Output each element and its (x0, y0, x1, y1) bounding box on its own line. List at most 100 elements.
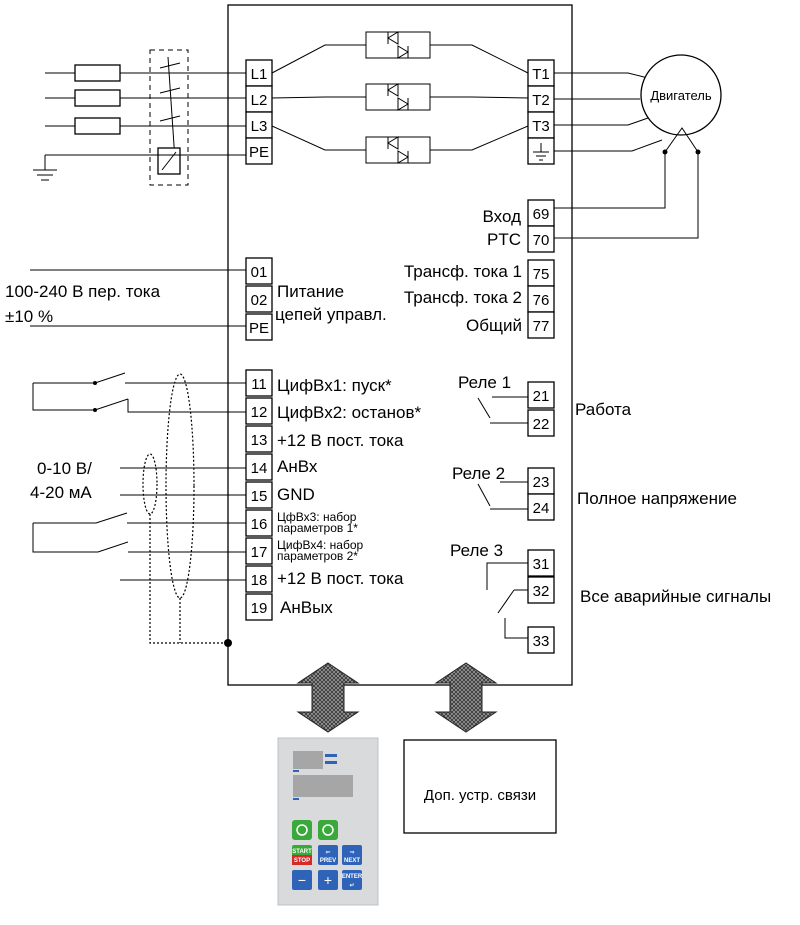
terminal-label: 16 (251, 516, 268, 533)
terminal-label: PE (249, 320, 269, 337)
keypad-green-button-2[interactable] (318, 820, 338, 840)
terminal-label: T1 (532, 66, 550, 83)
terminal-label: 75 (533, 266, 550, 283)
terminal-12 (245, 397, 273, 425)
svg-text:+: + (324, 872, 332, 888)
keypad: START STOP ⇐ PREV ⇒ NEXT − + ENTER ↵ (277, 737, 379, 906)
prev-button[interactable] (318, 845, 338, 865)
terminal-label: 21 (533, 388, 550, 405)
relay-3-function: Все аварийные сигналы (580, 587, 771, 606)
plus-button[interactable] (318, 870, 338, 890)
analog-input-range-line1: 0-10 В/ (37, 459, 92, 478)
terminal-label: 22 (533, 416, 550, 433)
terminal-label: 33 (533, 633, 550, 650)
supply-tolerance-label: ±10 % (5, 307, 53, 326)
control-power-supply: 100-240 В пер. тока ±10 % 01 02 PE Питан… (5, 257, 387, 341)
thyristor-bridge (271, 31, 529, 164)
svg-text:ENTER: ENTER (342, 874, 363, 880)
terminal-pe (245, 137, 273, 165)
terminal-description: ЦифВх1: пуск* (277, 376, 392, 395)
terminal-77 (527, 311, 555, 339)
terminal-pe-control (245, 313, 273, 341)
svg-text:−: − (298, 872, 306, 888)
svg-text:↵: ↵ (349, 883, 354, 889)
minus-button[interactable] (292, 870, 312, 890)
control-wiring: 0-10 В/ 4-20 мА (30, 372, 246, 647)
terminal-label: 11 (251, 376, 267, 393)
power-output-terminals: T1 T2 T3 (527, 59, 555, 165)
keypad-green-button-1[interactable] (292, 820, 312, 840)
contactor-frame (149, 49, 189, 186)
terminal-label: 76 (533, 292, 550, 309)
thyristor-pair-3 (365, 136, 431, 164)
terminal-label: 69 (533, 206, 550, 223)
terminal-description: АнВых (280, 598, 333, 617)
comm-module-box (403, 739, 557, 834)
mains-input (33, 49, 246, 186)
next-button[interactable] (342, 845, 362, 865)
enter-button[interactable] (342, 870, 362, 890)
ground-icon (533, 143, 549, 161)
ptc-label-line2: PTC (487, 230, 521, 249)
terminal-02 (245, 285, 273, 313)
ct-label: Общий (466, 316, 522, 335)
svg-text:NEXT: NEXT (344, 858, 360, 864)
terminal-label: 13 (251, 432, 268, 449)
terminal-label: 70 (533, 232, 550, 249)
terminal-description: +12 В пост. тока (277, 431, 404, 450)
terminal-l3 (245, 111, 273, 139)
terminal-70 (527, 225, 555, 253)
terminal-label: 17 (251, 544, 268, 561)
terminal-description: АнВх (277, 457, 318, 476)
fuse-l2 (74, 89, 121, 107)
terminal-label: T3 (532, 118, 550, 135)
bus-connector-keypad (296, 662, 360, 733)
terminal-01 (245, 257, 273, 285)
shield-cable-1 (165, 373, 195, 599)
terminal-label: 77 (533, 318, 550, 335)
terminal-16 (245, 509, 273, 537)
relay-2-label: Реле 2 (452, 464, 505, 483)
terminal-label: 15 (251, 488, 268, 505)
terminal-13 (245, 425, 273, 453)
terminal-15 (245, 481, 273, 509)
terminal-label: 14 (251, 460, 268, 477)
relay-3-label: Реле 3 (450, 541, 503, 560)
terminal-description: +12 В пост. тока (277, 569, 404, 588)
terminal-description: параметров 2* (277, 549, 358, 563)
keypad-led-display (293, 751, 323, 769)
terminal-description: ЦифВх4: набор (277, 538, 364, 552)
terminal-label: L1 (251, 66, 268, 83)
terminal-14 (245, 453, 273, 481)
terminal-21 (527, 381, 555, 409)
terminal-description: ЦифВх2: останов* (277, 403, 421, 422)
terminal-label: 31 (533, 556, 550, 573)
current-transformer-inputs: 75 76 77 Трансф. тока 1 Трансф. тока 2 О… (404, 259, 555, 339)
terminal-label: L2 (251, 92, 268, 109)
terminal-description: ЦфВх3: набор (277, 510, 357, 524)
svg-text:PREV: PREV (320, 858, 336, 864)
power-input-terminals: L1 L2 L3 PE (245, 59, 273, 165)
terminal-label: 01 (251, 264, 268, 281)
relay-2-function: Полное напряжение (577, 489, 737, 508)
motor-label: Двигатель (650, 88, 712, 103)
relay-1-function: Работа (575, 400, 632, 419)
terminal-description: параметров 1* (277, 521, 358, 535)
supply-voltage-label: 100-240 В пер. тока (5, 282, 161, 301)
comm-module-label: Доп. устр. связи (424, 787, 536, 804)
terminal-label: PE (249, 144, 269, 161)
control-power-label-line2: цепей управл. (275, 305, 387, 324)
ct-label: Трансф. тока 1 (404, 262, 522, 281)
ct-label: Трансф. тока 2 (404, 288, 522, 307)
svg-text:STOP: STOP (294, 858, 310, 864)
terminal-22 (527, 409, 555, 437)
terminal-label: 18 (251, 572, 268, 589)
terminal-label: 02 (251, 292, 268, 309)
terminal-23 (527, 467, 555, 495)
ground-icon (33, 169, 57, 181)
thyristor-pair-2 (365, 83, 431, 111)
thyristor-pair-1 (365, 31, 431, 59)
shield-ground-point (224, 639, 232, 647)
terminal-32 (527, 576, 555, 604)
